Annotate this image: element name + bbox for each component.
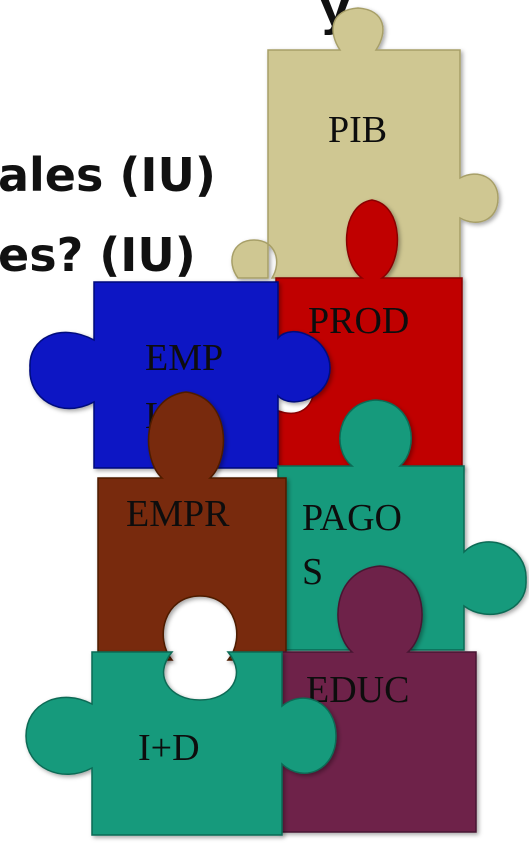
puzzle-piece-empr-shape <box>97 391 287 661</box>
puzzle-piece-pagos-label-line-2: S <box>302 551 323 593</box>
puzzle-piece-pib: PIB <box>231 7 499 279</box>
puzzle-piece-id-shape <box>25 651 337 836</box>
heading-fragment-line-2: es? (IU) <box>0 228 196 282</box>
puzzle-piece-empr: EMPR <box>97 391 287 661</box>
puzzle-piece-pagos-label-line-1: PAGO <box>302 497 402 539</box>
puzzle-piece-empl-shape <box>29 281 331 469</box>
puzzle-piece-prod-label: PROD <box>308 300 409 342</box>
heading-fragment-line-1: ales (IU) <box>0 148 216 202</box>
puzzle-piece-empr-label: EMPR <box>126 493 230 535</box>
puzzle-piece-educ: EDUC <box>279 565 477 833</box>
puzzle-piece-empl-label-line-1: EMP <box>145 337 223 379</box>
puzzle-piece-educ-shape <box>279 565 477 833</box>
puzzle-piece-educ-label: EDUC <box>306 669 409 711</box>
puzzle-piece-id-label: I+D <box>138 727 200 769</box>
puzzle-piece-id: I+D <box>25 651 337 836</box>
puzzle-piece-pib-shape <box>231 7 499 279</box>
puzzle-piece-pib-label: PIB <box>328 109 387 151</box>
